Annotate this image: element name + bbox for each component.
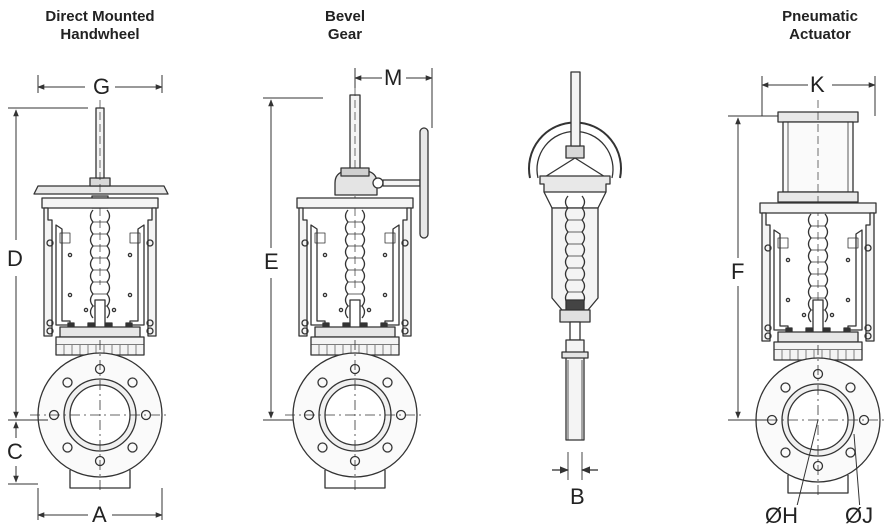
title-handwheel: Direct Mounted Handwheel <box>20 8 180 44</box>
side-view-assembly <box>529 72 621 480</box>
title-bevel: Bevel Gear <box>295 8 395 44</box>
dim-label-k: K <box>808 72 827 97</box>
title-handwheel-line2: Handwheel <box>60 26 140 43</box>
title-actuator: Pneumatic Actuator <box>765 8 875 44</box>
pneumatic-assembly <box>747 100 885 510</box>
dim-label-b: B <box>568 484 587 509</box>
dimension-lines <box>8 68 876 520</box>
title-bevel-line2: Gear <box>327 26 363 43</box>
dim-label-c: C <box>5 439 25 464</box>
bevel-gear-assembly <box>284 88 428 491</box>
dim-label-g: G <box>91 74 113 99</box>
title-handwheel-line1: Direct Mounted <box>45 8 155 25</box>
title-bevel-line1: Bevel <box>324 8 366 25</box>
title-actuator-line2: Actuator <box>789 26 851 43</box>
title-actuator-line1: Pneumatic <box>782 8 858 25</box>
dim-label-d: D <box>5 246 25 271</box>
handwheel-assembly <box>29 100 171 491</box>
dim-label-f: F <box>729 259 747 284</box>
dim-label-j: ØJ <box>843 503 876 528</box>
dim-label-h: ØH <box>763 503 800 528</box>
dim-label-e: E <box>262 249 281 274</box>
dim-label-a: A <box>90 502 109 527</box>
dim-label-m: M <box>382 65 405 90</box>
